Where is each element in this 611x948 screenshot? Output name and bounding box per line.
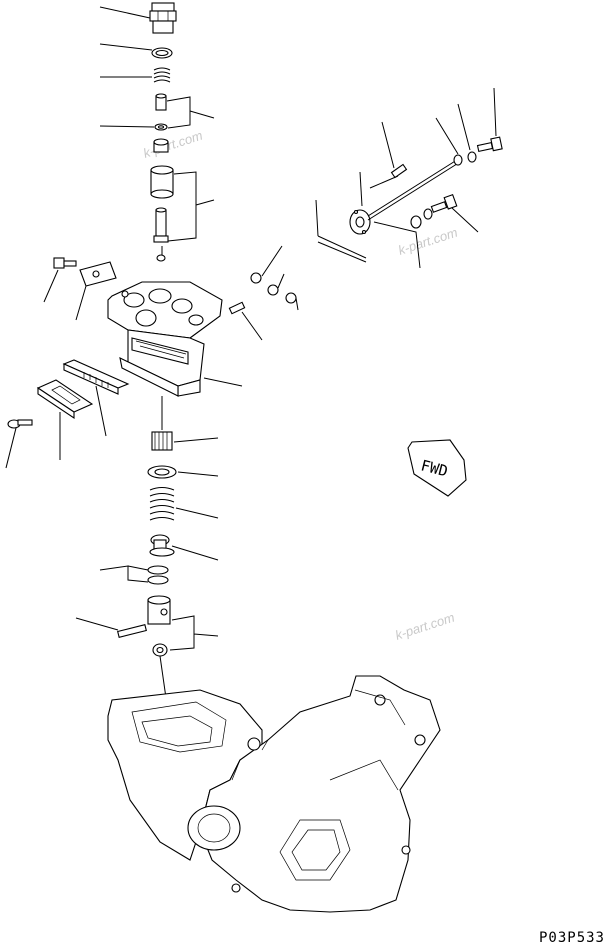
valve-seat bbox=[153, 138, 169, 153]
injection-pump-housing bbox=[107, 281, 243, 397]
fwd-direction-arrow: FWD bbox=[407, 439, 467, 497]
plunger-barrel bbox=[150, 165, 174, 199]
watermark-3: k-part.com bbox=[393, 610, 456, 643]
stop-lever-group bbox=[315, 87, 503, 269]
delivery-valve bbox=[155, 93, 167, 111]
plunger-spring bbox=[149, 487, 219, 521]
figure-code: P03P533 bbox=[538, 930, 605, 946]
upper-spring-seat bbox=[147, 465, 219, 479]
rack-cover bbox=[36, 379, 94, 460]
shims bbox=[99, 565, 169, 585]
hex-bolt-left bbox=[43, 257, 77, 303]
watermark-1: k-part.com bbox=[141, 128, 204, 161]
roller bbox=[152, 643, 168, 657]
dowel-pin bbox=[228, 301, 263, 341]
nut-set bbox=[250, 245, 299, 311]
control-sleeve bbox=[151, 431, 219, 451]
screw-left bbox=[5, 419, 33, 469]
engine-housing bbox=[107, 675, 441, 913]
tappet-pin bbox=[75, 617, 147, 638]
plunger bbox=[153, 207, 169, 262]
delivery-valve-holder bbox=[99, 2, 177, 34]
callout-bracket-valve-set bbox=[166, 96, 215, 129]
leader-line bbox=[99, 6, 151, 19]
cover-plate bbox=[75, 261, 117, 321]
callout-bracket-plunger bbox=[167, 171, 215, 242]
lower-spring-seat bbox=[149, 534, 219, 561]
tappet bbox=[147, 595, 219, 651]
control-rack bbox=[62, 359, 130, 437]
o-ring bbox=[99, 43, 173, 59]
delivery-valve-spring bbox=[100, 67, 171, 83]
gasket-washer bbox=[99, 123, 168, 131]
